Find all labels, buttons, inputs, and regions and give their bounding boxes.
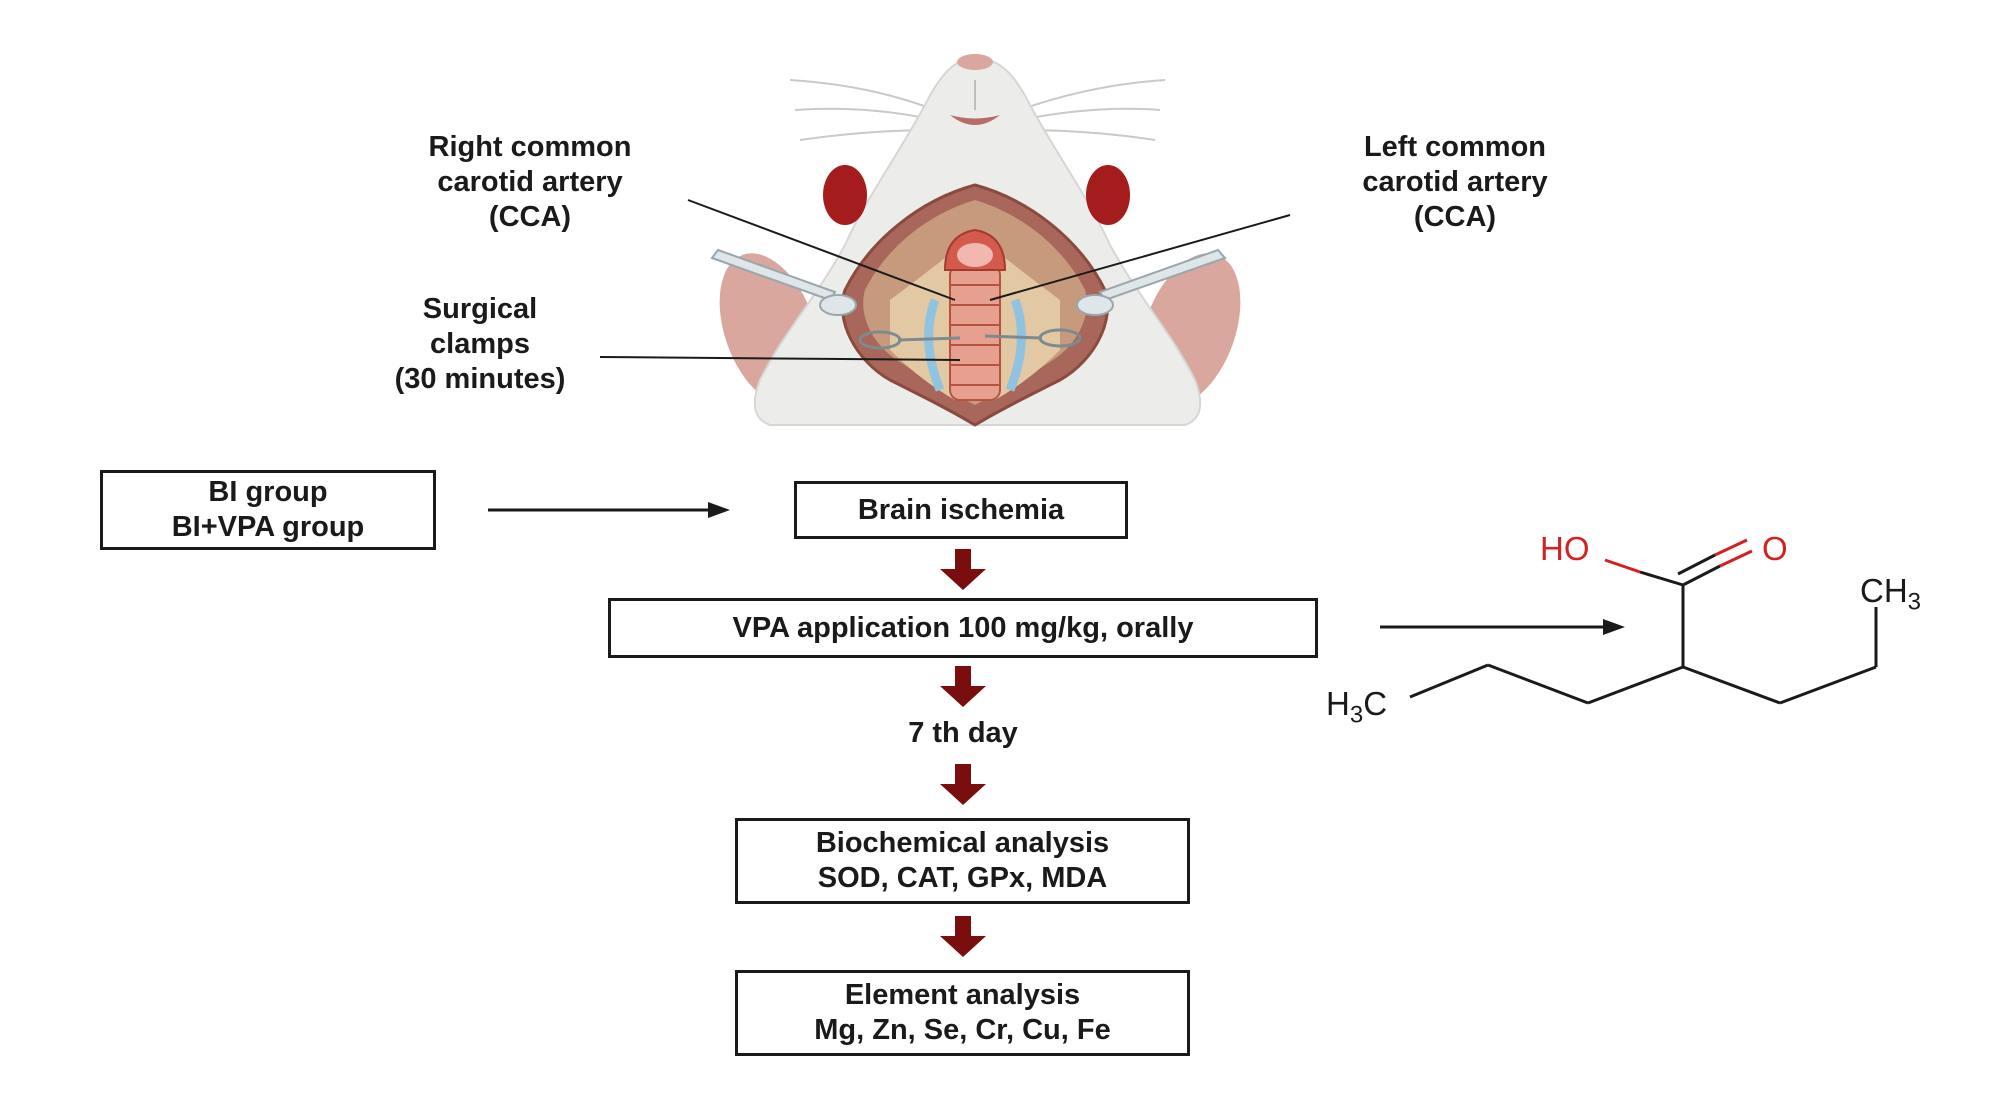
atom-h3c: H3C	[1326, 685, 1387, 730]
label-right-cca-line2: carotid artery	[437, 166, 623, 198]
atom-ho: HO	[1540, 530, 1590, 567]
biochemical-analysis-title: Biochemical analysis	[815, 827, 1110, 859]
brain-ischemia-text: Brain ischemia	[857, 493, 1065, 526]
label-left-cca-line3: (CCA)	[1413, 201, 1497, 233]
atom-ch3-base: CH	[1860, 572, 1908, 609]
flow-arrow-3	[940, 764, 986, 805]
element-analysis-title: Element analysis	[844, 979, 1081, 1011]
vpa-molecule-bonds	[1409, 585, 1878, 705]
element-analysis-elements: Mg, Zn, Se, Cr, Cu, Fe	[814, 1014, 1111, 1046]
label-left-cca-line2: carotid artery	[1362, 166, 1548, 198]
leader-left-cca	[989, 214, 1291, 301]
vpa-application-text: VPA application 100 mg/kg, orally	[732, 611, 1194, 644]
flow-arrow-2	[940, 666, 986, 707]
leader-clamps	[599, 356, 961, 361]
biochemical-analysis-box: Biochemical analysis SOD, CAT, GPx, MDA	[735, 818, 1190, 904]
label-right-cca: Right common carotid artery (CCA)	[370, 130, 690, 235]
biochemical-analysis-markers: SOD, CAT, GPx, MDA	[817, 862, 1108, 894]
leader-right-cca	[687, 199, 956, 301]
label-right-cca-line1: Right common	[428, 131, 632, 163]
label-clamps-line3: (30 minutes)	[394, 363, 566, 395]
group-bi-vpa: BI+VPA group	[171, 511, 365, 543]
label-right-cca-line3: (CCA)	[488, 201, 572, 233]
atom-h3c-sub: 3	[1349, 701, 1364, 729]
brain-ischemia-box: Brain ischemia	[794, 481, 1128, 539]
vpa-application-box: VPA application 100 mg/kg, orally	[608, 598, 1318, 658]
atom-ch3-sub: 3	[1907, 588, 1922, 616]
group-bi: BI group	[208, 476, 328, 508]
label-surgical-clamps: Surgical clamps (30 minutes)	[355, 292, 605, 397]
rat-illustration	[710, 54, 1241, 427]
atom-o: O	[1762, 530, 1788, 567]
label-clamps-line1: Surgical	[422, 293, 538, 325]
label-left-cca: Left common carotid artery (CCA)	[1300, 130, 1610, 235]
seventh-day-text: 7 th day	[908, 717, 1018, 749]
atom-h3c-tail: C	[1363, 685, 1388, 722]
flow-arrow-4	[940, 916, 986, 957]
arrow-groups-to-ischemia	[488, 502, 730, 518]
atom-h3c-base: H	[1326, 685, 1350, 722]
flow-arrow-1	[940, 549, 986, 590]
element-analysis-box: Element analysis Mg, Zn, Se, Cr, Cu, Fe	[735, 970, 1190, 1056]
arrow-vpa-to-molecule	[1380, 619, 1625, 635]
label-clamps-line2: clamps	[430, 328, 530, 360]
atom-ch3: CH3	[1860, 572, 1921, 617]
groups-box: BI group BI+VPA group	[100, 470, 436, 550]
label-left-cca-line1: Left common	[1363, 131, 1547, 163]
vpa-molecule-oxygen-bonds	[1604, 538, 1753, 587]
